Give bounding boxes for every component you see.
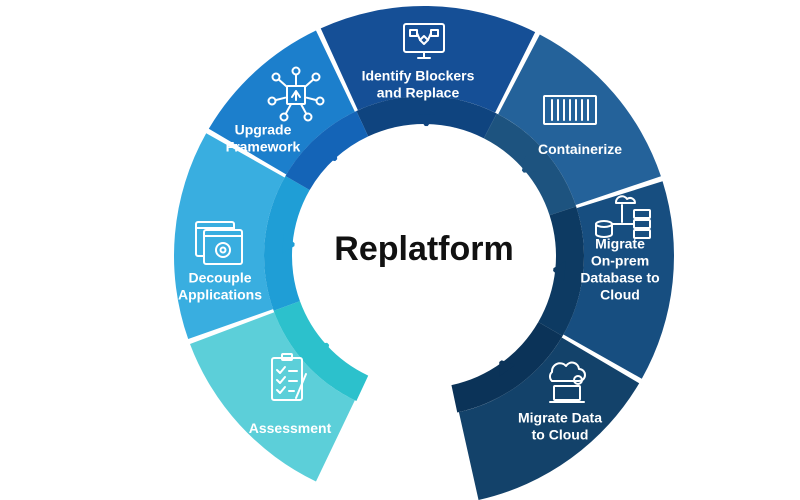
inner-ring-layer (264, 96, 585, 413)
arrow-notch-migrate-data (499, 359, 516, 377)
segment-label-containerize: Containerize (538, 141, 622, 157)
segment-label-migrate-database: Migrate (595, 236, 645, 252)
arrow-notch-upgrade-framework (320, 144, 338, 162)
arrow-notch-containerize (521, 156, 539, 173)
inner-band-upgrade-framework (285, 110, 369, 190)
monitor-flowchart-icon (403, 23, 445, 59)
checklist-icon (271, 353, 307, 401)
segment-label-assessment: Assessment (249, 420, 332, 436)
segment-identify-blockers (320, 6, 536, 113)
cloud-database-icon (595, 195, 651, 239)
segment-label-identify-blockers: and Replace (377, 85, 460, 101)
segment-label-migrate-database: On-prem (591, 253, 649, 269)
window-gear-icon (195, 221, 243, 265)
segment-containerize (498, 34, 661, 205)
segment-upgrade-framework (208, 30, 355, 175)
segment-label-migrate-database: Cloud (600, 287, 640, 303)
segment-label-migrate-database: Database to (580, 270, 659, 286)
network-upload-icon (267, 66, 325, 122)
segment-label-upgrade-framework: Upgrade (235, 122, 292, 138)
arrow-notch-identify-blockers (416, 114, 437, 129)
segment-label-decouple-applications: Applications (178, 287, 262, 303)
segment-label-migrate-data: to Cloud (532, 427, 589, 443)
arrow-notch-decouple-applications (282, 233, 297, 254)
cloud-laptop-icon (549, 361, 586, 403)
icons-layer (195, 23, 651, 403)
segment-label-migrate-data: Migrate Data (518, 410, 602, 426)
center-disc (294, 126, 554, 386)
segment-label-decouple-applications: Decouple (188, 270, 251, 286)
segment-label-upgrade-framework: Framework (226, 139, 301, 155)
arrow-notch-migrate-database (551, 260, 566, 281)
segment-migrate-data (458, 337, 640, 500)
segment-label-identify-blockers: Identify Blockers (362, 68, 475, 84)
center-title: Replatform (334, 230, 513, 268)
arrow-notch-assessment (312, 342, 330, 360)
shipping-container-icon (543, 95, 597, 125)
